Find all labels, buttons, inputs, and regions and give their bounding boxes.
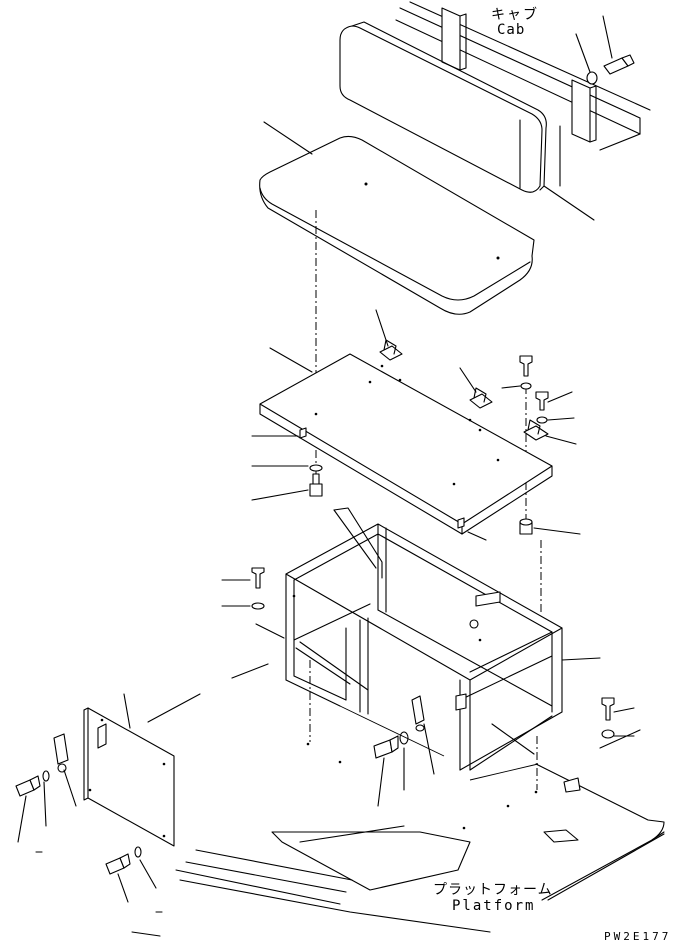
platform-label-japanese: プラットフォーム bbox=[433, 882, 553, 898]
platform-label-english: Platform bbox=[452, 898, 536, 914]
cab-structure bbox=[395, 1, 651, 151]
side-bolts bbox=[15, 770, 163, 913]
cab-bolt bbox=[575, 15, 635, 85]
seat-slides bbox=[375, 309, 577, 445]
cab-label-japanese: キャブ bbox=[491, 7, 539, 23]
plate-bolt bbox=[251, 435, 323, 501]
seat-cushion bbox=[259, 121, 535, 315]
seat-box-frame bbox=[285, 507, 601, 771]
drawing-code: PW2E177 bbox=[604, 930, 672, 943]
platform bbox=[131, 663, 665, 937]
side-cover-panel bbox=[83, 693, 201, 847]
latch-assembly bbox=[373, 695, 435, 807]
backrest-cushion bbox=[339, 21, 595, 221]
frame-bolts-left bbox=[221, 567, 285, 639]
side-latch bbox=[53, 733, 77, 807]
frame-bolts-right bbox=[601, 697, 635, 739]
plate-fasteners bbox=[501, 355, 581, 535]
cab-label-english: Cab bbox=[497, 22, 526, 38]
seat-plate bbox=[259, 347, 553, 541]
